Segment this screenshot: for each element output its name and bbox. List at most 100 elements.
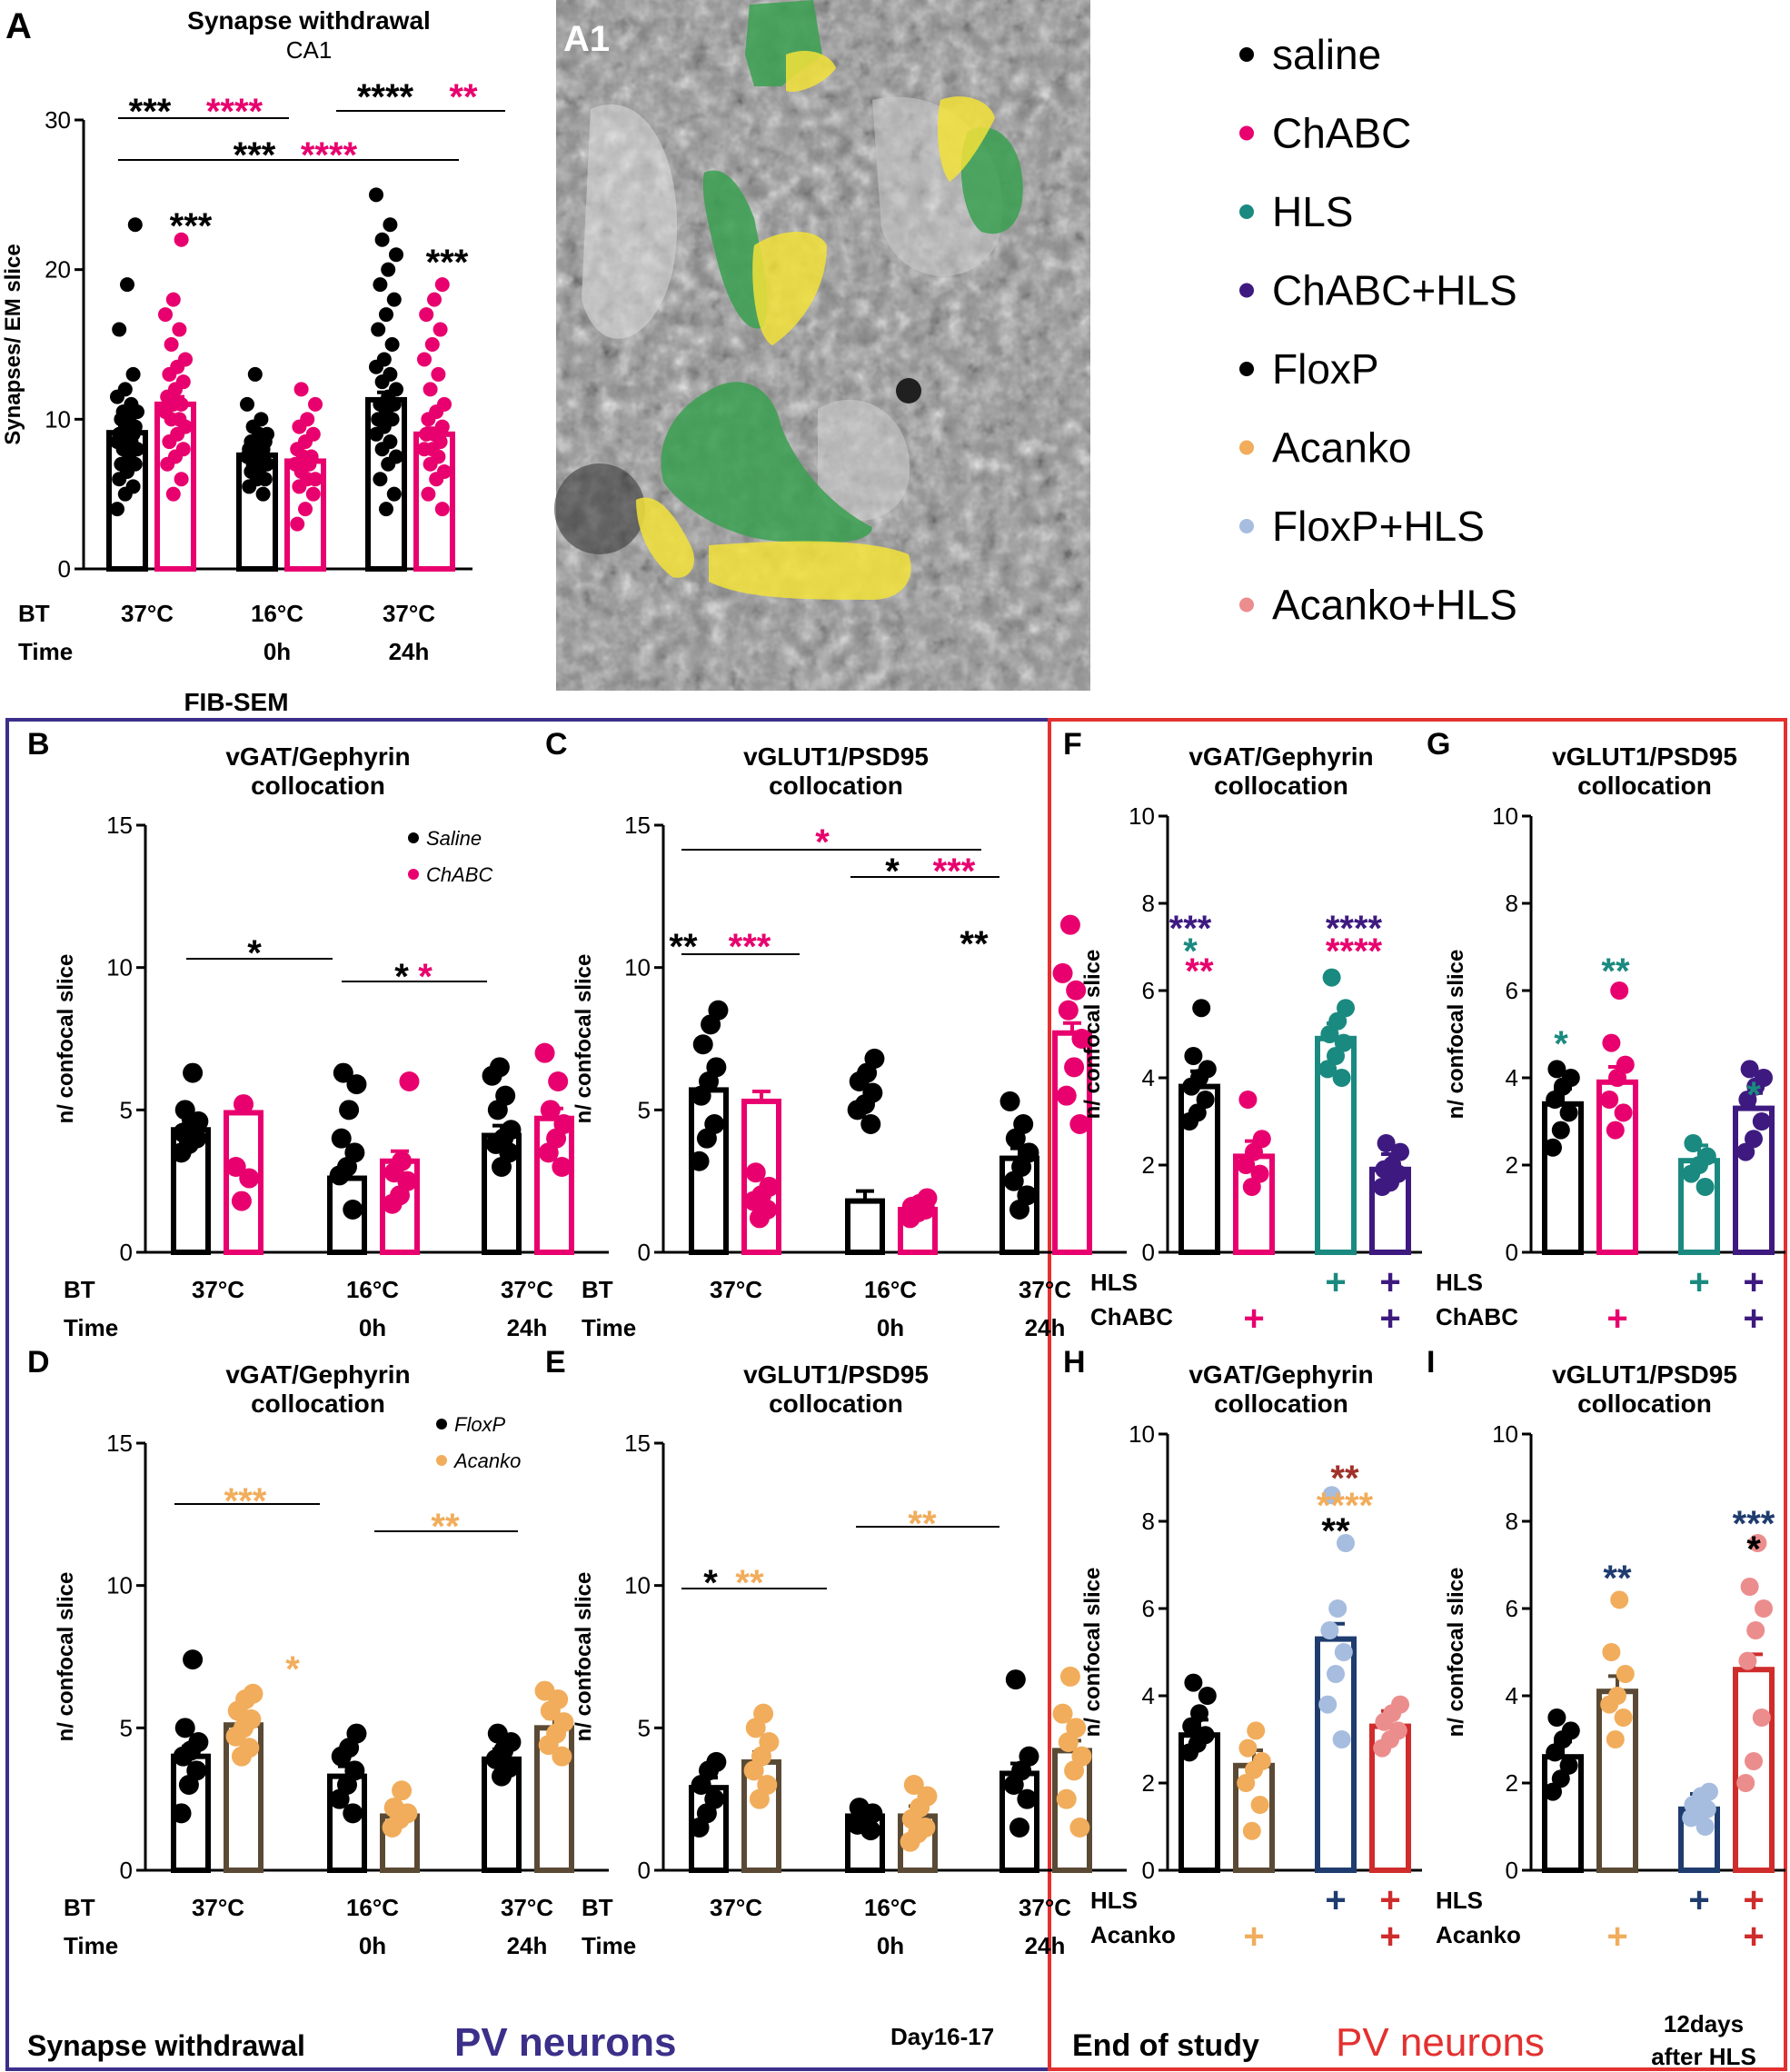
panel-letter: C <box>545 727 568 762</box>
category-label: 37°C <box>1019 1276 1071 1303</box>
data-point <box>704 1788 725 1809</box>
data-point <box>1069 1114 1090 1134</box>
data-point <box>1544 1138 1562 1157</box>
significance-stars: **** <box>1326 931 1383 971</box>
significance-stars: * <box>285 1649 300 1689</box>
data-point <box>389 247 403 263</box>
significance-stars: * <box>418 957 433 997</box>
data-point <box>254 412 269 427</box>
data-point <box>231 1190 252 1211</box>
data-point <box>1559 1103 1578 1122</box>
y-axis-label: n/ confocal slice <box>572 1572 596 1742</box>
data-point <box>383 434 398 450</box>
plus-mark: + <box>1243 1917 1264 1957</box>
data-point <box>373 277 388 293</box>
significance-stars: * <box>1746 1529 1761 1569</box>
data-point <box>417 352 432 367</box>
category-label: 16°C <box>251 600 303 627</box>
data-point <box>125 366 141 382</box>
data-point <box>174 232 189 247</box>
significance-stars: * <box>1183 931 1198 971</box>
category-label: 37°C <box>710 1276 762 1303</box>
data-point <box>1551 1121 1570 1140</box>
data-point <box>424 337 440 352</box>
data-point <box>1005 1669 1026 1690</box>
y-tick-label: 8 <box>1506 1508 1518 1535</box>
data-point <box>553 1114 574 1134</box>
data-point <box>1188 1103 1207 1122</box>
significance-stars: *** <box>1169 909 1212 949</box>
significance-stars: * <box>885 852 900 892</box>
y-tick-label: 2 <box>1142 1769 1155 1797</box>
y-tick-label: 10 <box>1492 1420 1518 1448</box>
footer-right-after: after HLS <box>1651 2043 1756 2070</box>
y-tick-label: 8 <box>1142 1508 1155 1535</box>
row-label: ChABC <box>1436 1303 1518 1330</box>
row-label: Time <box>64 1932 118 1959</box>
legend-label: HLS <box>1272 188 1353 235</box>
data-point <box>704 1114 725 1134</box>
chart-title-line2: collocation <box>769 772 903 800</box>
data-point <box>1066 980 1087 1001</box>
category-label: 0h <box>877 1314 904 1341</box>
y-tick-label: 4 <box>1506 1064 1518 1091</box>
significance-stars: ** <box>1330 1459 1359 1499</box>
data-point <box>553 1712 574 1733</box>
data-point <box>371 322 386 337</box>
data-point <box>864 1048 885 1069</box>
data-point <box>117 382 133 397</box>
data-point <box>383 1798 404 1818</box>
data-point <box>1332 1730 1351 1748</box>
y-tick-label: 0 <box>1506 1239 1518 1266</box>
data-point <box>379 502 393 517</box>
data-point <box>383 217 398 233</box>
data-point <box>308 472 323 487</box>
legend-dot <box>1239 47 1254 62</box>
legend-dot <box>1239 204 1254 219</box>
data-point <box>1238 1091 1258 1109</box>
data-point <box>1056 1788 1077 1809</box>
data-point <box>1616 1665 1635 1683</box>
panel-letter: I <box>1427 1345 1435 1380</box>
data-point <box>1247 1721 1266 1740</box>
data-point <box>305 486 321 502</box>
category-label: 16°C <box>346 1276 399 1303</box>
significance-stars: ** <box>1321 1511 1350 1551</box>
data-point <box>849 1798 870 1818</box>
data-point <box>1736 1774 1755 1792</box>
category-label: 24h <box>1025 1314 1066 1341</box>
data-point <box>759 1176 780 1197</box>
significance-stars: * <box>247 933 262 973</box>
em-image: A1 <box>554 0 1090 691</box>
data-point <box>1337 999 1355 1018</box>
y-tick-label: 15 <box>106 812 133 839</box>
data-point <box>383 366 398 382</box>
data-point <box>1237 1774 1256 1792</box>
y-tick-label: 0 <box>1142 1239 1155 1266</box>
category-label: 24h <box>507 1932 548 1959</box>
panel-letter: E <box>545 1345 566 1380</box>
significance-stars: ** <box>908 1504 937 1544</box>
data-point <box>1377 1134 1396 1152</box>
data-point <box>1238 1738 1258 1758</box>
data-point <box>1059 914 1080 935</box>
row-label: Time <box>582 1314 636 1341</box>
significance-stars: **** <box>357 77 414 117</box>
row-label: Time <box>582 1932 636 1959</box>
y-tick-label: 20 <box>45 256 71 284</box>
significance-stars: *** <box>1733 1504 1775 1544</box>
data-point <box>1700 1782 1718 1801</box>
y-axis-label: n/ confocal slice <box>1080 1568 1105 1738</box>
data-point <box>234 1094 254 1115</box>
row-label: Acanko <box>1436 1921 1521 1948</box>
significance-stars: **** <box>206 92 264 132</box>
data-point <box>860 1114 881 1134</box>
y-tick-label: 0 <box>120 1857 133 1884</box>
footer-right-pv: PV neurons <box>1336 2020 1545 2065</box>
legend-dot <box>436 1419 447 1429</box>
y-axis-label: n/ confocal slice <box>572 954 596 1124</box>
data-point <box>1071 1029 1092 1049</box>
legend-label: FloxP+HLS <box>1272 503 1485 550</box>
